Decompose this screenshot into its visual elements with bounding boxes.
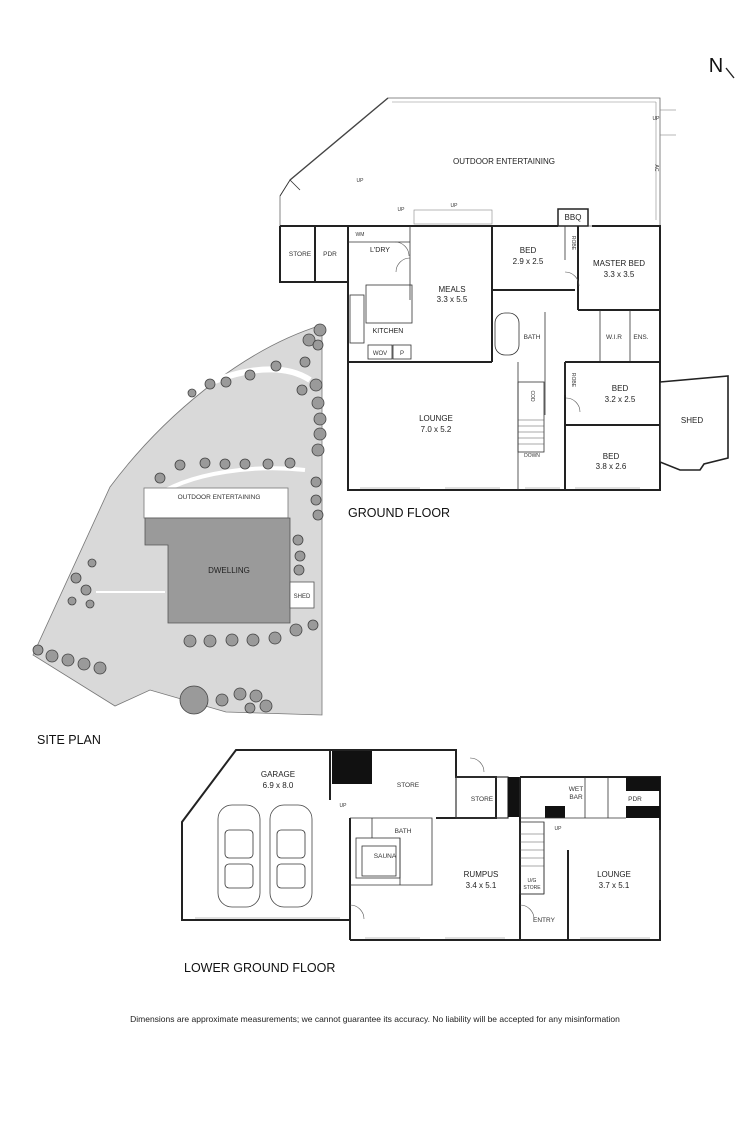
gf-meals-label: MEALS <box>438 285 465 294</box>
gf-master-label: MASTER BED <box>593 259 645 268</box>
gf-meals-dim: 3.3 x 5.5 <box>437 295 468 304</box>
gf-store-label: STORE <box>289 251 312 258</box>
site-dwelling <box>144 517 291 624</box>
gf-up1-label: UP <box>357 178 365 184</box>
gf-pantry-label: P <box>400 351 404 357</box>
gf-wir-label: W.I.R <box>606 334 622 341</box>
lg-up1-label: UP <box>340 803 348 809</box>
lg-lounge-label: LOUNGE <box>597 870 631 879</box>
lg-up2-label: UP <box>555 826 563 832</box>
site-shed <box>289 581 315 609</box>
lg-wetbar-label-2: BAR <box>569 794 583 801</box>
gf-bed2-label: BED <box>612 384 629 393</box>
lg-rumpus-label: RUMPUS <box>464 870 499 879</box>
site-trees <box>32 323 327 715</box>
gf-lounge-dim: 7.0 x 5.2 <box>421 425 452 434</box>
lg-lounge-dim: 3.7 x 5.1 <box>599 881 630 890</box>
lg-entry-label: ENTRY <box>533 917 556 924</box>
gf-bed2-dim: 3.2 x 2.5 <box>605 395 636 404</box>
lg-garage-dim: 6.9 x 8.0 <box>263 781 294 790</box>
bbq-unit <box>557 208 589 227</box>
ground-floor-title: GROUND FLOOR <box>348 506 450 520</box>
gf-laundry-label: L'DRY <box>370 247 390 254</box>
gf-up3-label: UP <box>451 203 459 209</box>
lg-wall-block <box>508 777 520 817</box>
site-dwelling-label: DWELLING <box>208 566 250 575</box>
gf-bbq-label: BBQ <box>565 213 582 222</box>
car-icon <box>217 804 261 908</box>
gf-lounge-label: LOUNGE <box>419 414 453 423</box>
lg-store1-label: STORE <box>397 782 420 789</box>
north-arrow-icon: N <box>709 55 735 79</box>
car-icon <box>269 804 313 908</box>
site-plan-title: SITE PLAN <box>37 733 101 747</box>
ground-shed <box>659 375 729 471</box>
gf-wm-label: WM <box>356 232 365 238</box>
gf-bed3-dim: 3.8 x 2.6 <box>596 462 627 471</box>
lg-sauna-label: SAUNA <box>374 853 397 860</box>
gf-robe1-label: ROBE <box>570 236 576 251</box>
lg-garage-label: GARAGE <box>261 770 295 779</box>
lg-store2-label: STORE <box>471 796 494 803</box>
gf-wov-label: WOV <box>373 351 387 357</box>
lg-chimney <box>332 750 372 784</box>
gf-bed3-label: BED <box>603 452 620 461</box>
site-outdoor-area <box>143 487 289 519</box>
gf-cod-label: COD <box>529 390 535 402</box>
gf-shed-label: SHED <box>681 416 703 425</box>
lg-pdr-label: PDR <box>628 796 642 803</box>
gf-bath-label: BATH <box>524 334 541 341</box>
lg-wetbar-label-1: WET <box>569 786 583 793</box>
gf-ens-label: ENS. <box>633 334 648 341</box>
gf-robe2-label: ROBE <box>570 373 576 388</box>
site-outdoor-label: OUTDOOR ENTERTAINING <box>178 494 261 501</box>
gf-ac-label: AC <box>653 165 659 172</box>
lg-bath-label: BATH <box>395 828 412 835</box>
gf-down-label: DOWN <box>524 453 540 459</box>
compass-label: N <box>709 55 723 77</box>
gf-bed1-label: BED <box>520 246 537 255</box>
site-shed-label: SHED <box>294 594 311 600</box>
lg-ug-store-label-1: U/G <box>528 878 537 884</box>
ground-floor-plan: OUTDOOR ENTERTAINING BBQ STORE PDR WM L'… <box>279 97 729 520</box>
lower-ground-floor-plan: GARAGE 6.9 x 8.0 STORE STORE UP UP BATH … <box>181 749 661 975</box>
gf-bed1-dim: 2.9 x 2.5 <box>513 257 544 266</box>
lg-rumpus-dim: 3.4 x 5.1 <box>466 881 497 890</box>
disclaimer-text: Dimensions are approximate measurements;… <box>130 1014 620 1024</box>
gf-up4-label: UP <box>653 116 661 122</box>
gf-outdoor-label: OUTDOOR ENTERTAINING <box>453 157 555 166</box>
gf-master-dim: 3.3 x 3.5 <box>604 270 635 279</box>
lower-ground-floor-title: LOWER GROUND FLOOR <box>184 961 335 975</box>
gf-kitchen-label: KITCHEN <box>373 328 404 335</box>
gf-up2-label: UP <box>398 207 406 213</box>
site-plan: OUTDOOR ENTERTAINING DWELLING SHED SITE … <box>32 323 327 747</box>
lg-ug-store-label-2: STORE <box>523 885 541 891</box>
gf-pdr-label: PDR <box>323 251 337 258</box>
